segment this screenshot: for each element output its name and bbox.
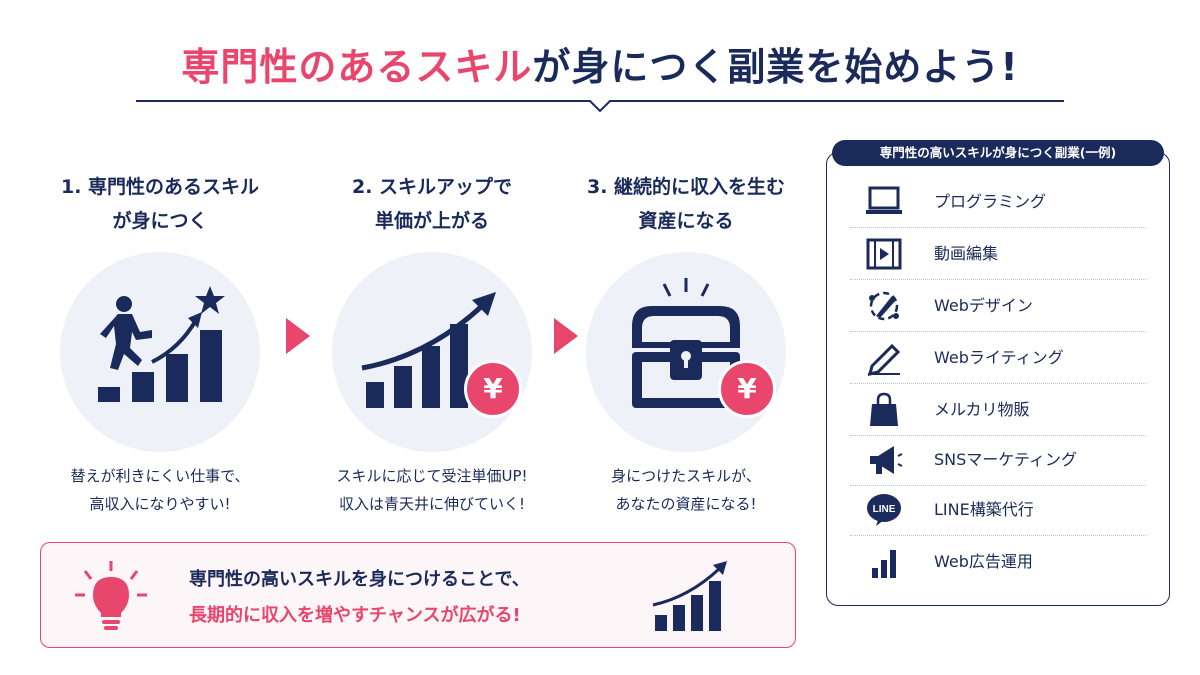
list-item-web-ads: Web広告運用 xyxy=(850,536,1146,588)
person-climbing-stairs-icon xyxy=(98,286,225,402)
panel-title: 専門性の高いスキルが身につく副業(一例) xyxy=(832,140,1164,166)
step-2-heading: 2. スキルアップで 単価が上がる xyxy=(351,176,513,232)
list-item-video-editing: 動画編集 xyxy=(850,228,1146,280)
list-item-line-setup: LINE LINE構築代行 xyxy=(850,484,1146,536)
step-3-heading: 3. 継続的に収入を生む 資産になる xyxy=(586,176,786,232)
summary-line-1: 専門性の高いスキルを身につけることで、 xyxy=(189,569,530,590)
title-rest: が身につく副業を始めよう! xyxy=(532,45,1019,89)
list-item-web-writing: Webライティング xyxy=(850,332,1146,384)
list-item-sns-marketing: SNSマーケティング xyxy=(850,434,1146,486)
list-item-programming: プログラミング xyxy=(850,176,1146,228)
yen-badge: ¥ xyxy=(464,360,522,418)
treasure-chest-icon xyxy=(632,278,740,408)
growth-chart-icon xyxy=(361,292,496,408)
film-play-icon xyxy=(866,238,902,270)
next-arrow-icon xyxy=(554,318,578,354)
svg-text:LINE: LINE xyxy=(873,504,896,515)
line-logo-icon: LINE xyxy=(867,494,901,526)
growth-chart-icon xyxy=(652,561,727,631)
bar-chart-icon xyxy=(872,550,896,578)
laptop-icon xyxy=(866,186,902,214)
step-1-description: 替えが利きにくい仕事で、 高収入になりやすい! xyxy=(70,467,250,513)
list-item-web-design: Webデザイン xyxy=(850,280,1146,332)
next-arrow-icon xyxy=(286,318,310,354)
yen-badge: ¥ xyxy=(718,360,776,418)
megaphone-icon xyxy=(870,446,903,474)
shopping-bag-icon xyxy=(870,392,898,426)
step-3-circle xyxy=(586,252,786,452)
summary-box: 専門性の高いスキルを身につけることで、 長期的に収入を増やすチャンスが広がる! xyxy=(40,542,796,648)
summary-line-2: 長期的に収入を増やすチャンスが広がる! xyxy=(189,605,521,626)
step-2-circle xyxy=(332,252,532,452)
page-title: 専門性のあるスキルが身につく副業を始めよう! xyxy=(0,36,1200,91)
step-2-description: スキルに応じて受注単価UP! 収入は青天井に伸びていく! xyxy=(336,467,528,513)
step-1-heading: 1. 専門性のあるスキル が身につく xyxy=(60,176,260,232)
step-1-circle xyxy=(60,252,260,452)
step-3-description: 身につけたスキルが、 あなたの資産になる! xyxy=(611,467,761,513)
title-underline xyxy=(136,100,1064,113)
lightbulb-icon xyxy=(75,561,147,630)
list-item-mercari: メルカリ物販 xyxy=(850,384,1146,436)
design-pen-icon xyxy=(869,291,899,321)
pencil-icon xyxy=(867,343,901,376)
title-highlight: 専門性のあるスキル xyxy=(181,45,533,89)
